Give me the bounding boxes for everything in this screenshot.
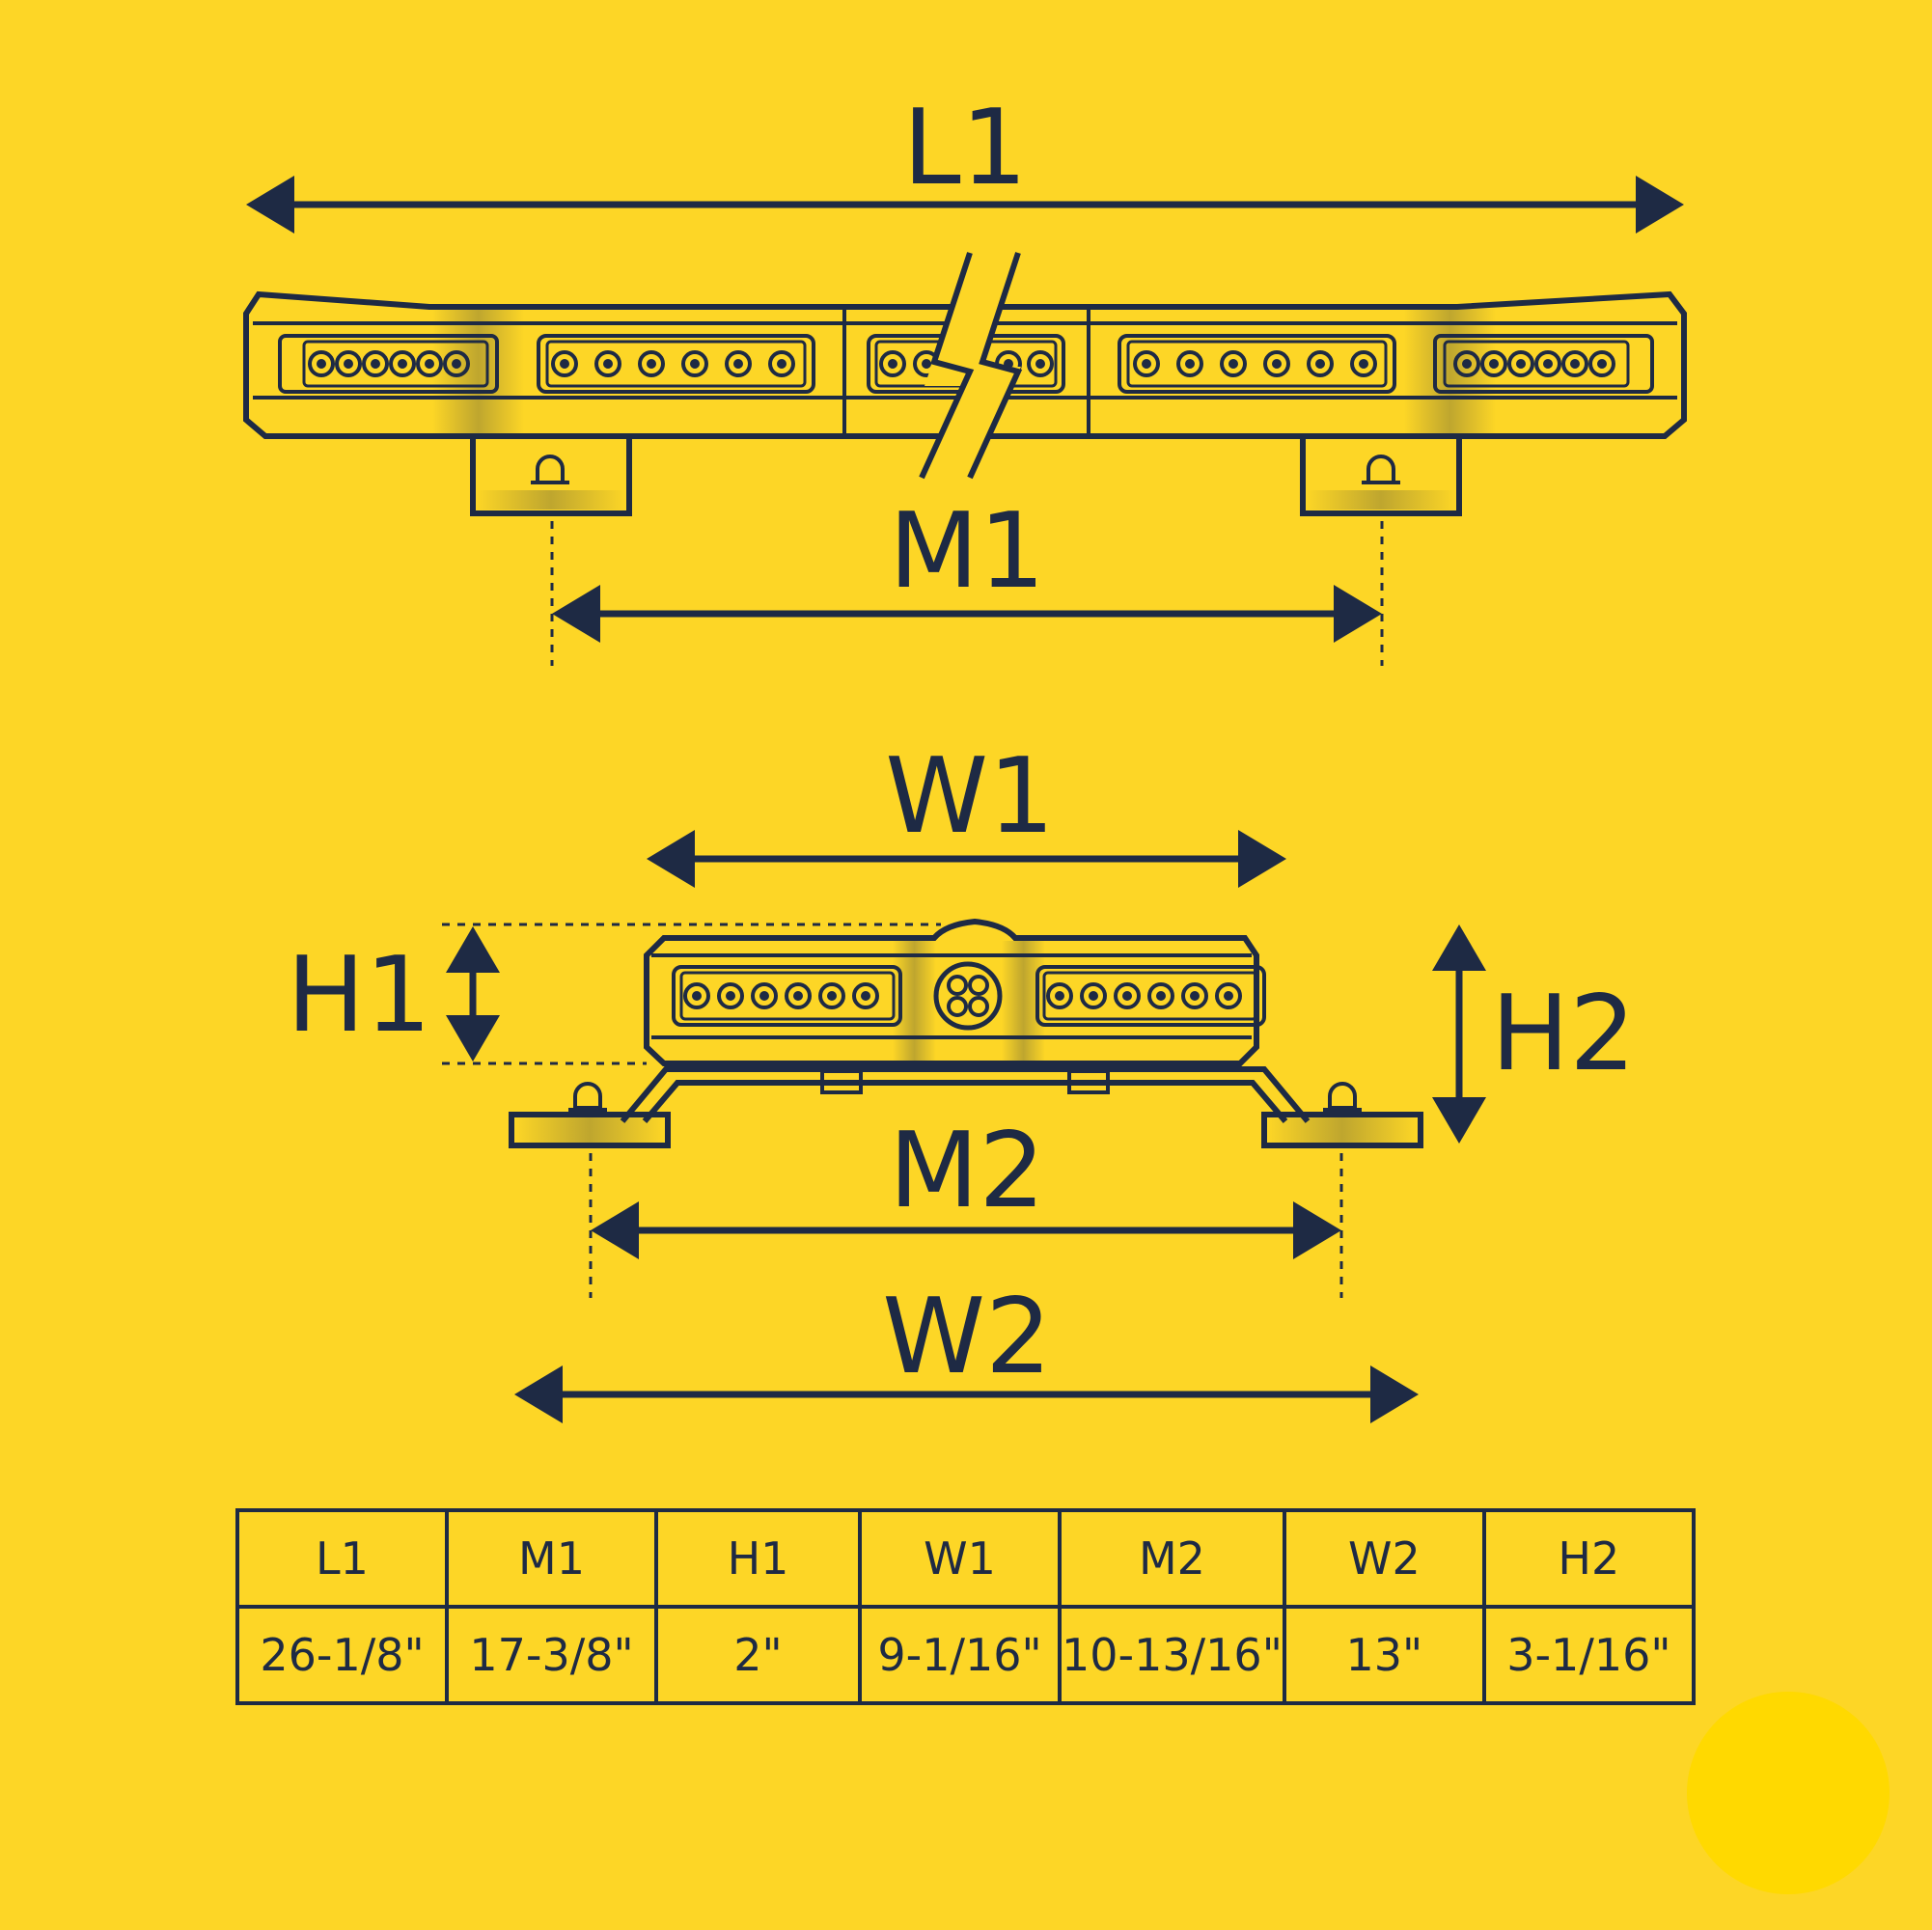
table-header-cell: M1	[445, 1508, 658, 1609]
table-value-cell: 2"	[654, 1605, 862, 1705]
m1-dimension-arrow	[552, 585, 1382, 643]
table-header-cell: H2	[1481, 1508, 1696, 1609]
table-header-cell: M2	[1058, 1508, 1286, 1609]
table-value-cell: 26-1/8"	[235, 1605, 449, 1705]
h2-label: H2	[1491, 974, 1636, 1094]
h2-dimension-arrow	[1432, 924, 1486, 1144]
h1-label: H1	[287, 935, 431, 1056]
front-led-module-right	[1035, 965, 1266, 1027]
table-header-cell: L1	[235, 1508, 449, 1609]
w1-label: W1	[885, 736, 1055, 857]
l1-label: L1	[903, 88, 1028, 208]
m2-dimension-arrow	[591, 1201, 1341, 1259]
table-value-cell: 13"	[1282, 1605, 1486, 1705]
right-mount-foot	[1300, 436, 1462, 516]
h1-dimension-arrow	[446, 926, 500, 1062]
top-view-lightbar: L1	[243, 88, 1687, 666]
table-value-row: 26-1/8" 17-3/8" 2" 9-1/16" 10-13/16" 13"…	[235, 1605, 1696, 1705]
table-header-cell: W1	[858, 1508, 1062, 1609]
table-value-cell: 9-1/16"	[858, 1605, 1062, 1705]
dimensions-table: L1 M1 H1 W1 M2 W2 H2 26-1/8" 17-3/8" 2" …	[235, 1508, 1696, 1705]
w2-dimension-arrow	[514, 1365, 1419, 1423]
front-led-module-left	[672, 965, 902, 1027]
table-header-row: L1 M1 H1 W1 M2 W2 H2	[235, 1508, 1696, 1609]
m1-label: M1	[889, 491, 1045, 612]
front-view-lightbar: W1 H1	[287, 736, 1636, 1423]
table-header-cell: H1	[654, 1508, 862, 1609]
corner-glow-circle	[1687, 1692, 1890, 1894]
m2-label: M2	[889, 1111, 1045, 1231]
w1-dimension-arrow	[647, 830, 1286, 888]
w2-label: W2	[882, 1277, 1052, 1397]
table-value-cell: 17-3/8"	[445, 1605, 658, 1705]
led-module-2	[537, 334, 815, 394]
break-symbol	[919, 252, 1023, 480]
table-value-cell: 3-1/16"	[1481, 1605, 1696, 1705]
table-header-cell: W2	[1282, 1508, 1486, 1609]
left-mount-foot	[470, 436, 632, 516]
l1-dimension-arrow	[246, 176, 1684, 234]
front-right-foot	[1261, 1082, 1423, 1148]
led-module-4	[1118, 334, 1396, 394]
table-value-cell: 10-13/16"	[1058, 1605, 1286, 1705]
center-camera-icon	[933, 961, 1003, 1031]
front-left-foot	[509, 1082, 671, 1148]
